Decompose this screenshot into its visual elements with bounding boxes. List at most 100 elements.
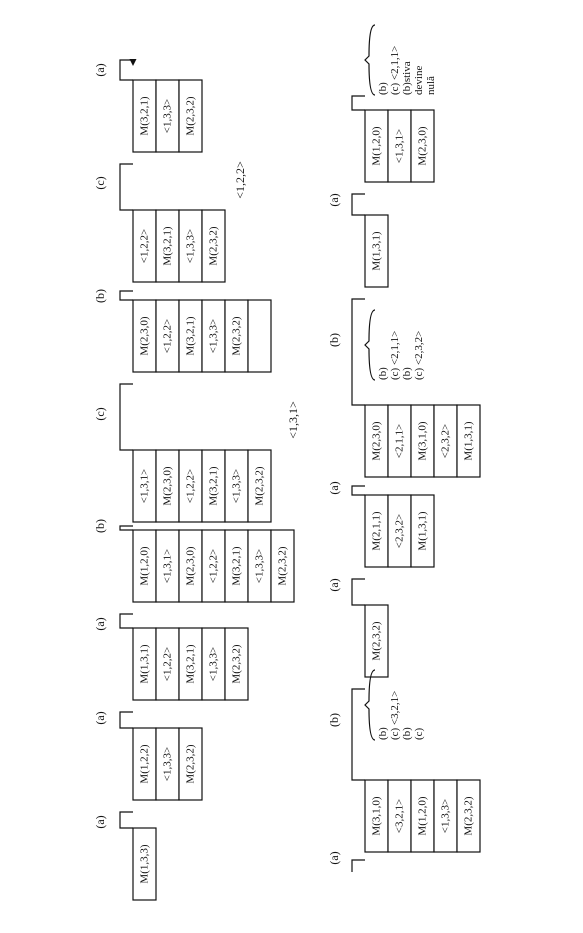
brace: [364, 24, 376, 96]
stack-cell-label: M(2,3,0): [371, 421, 383, 460]
stack-cell-label: M(1,2,0): [139, 546, 151, 585]
top-stack-5: <1,3,1> M(2,3,0) <1,2,2> M(3,2,1) <1,3,3> M(2…: [132, 449, 272, 523]
top-stack-8: M(3,2,1)<1,3,3>M(2,3,2): [132, 79, 203, 153]
stack-cell-label: <1,3,3>: [231, 469, 243, 503]
bottom-stack-3: M(2,1,1)<2,3,2>M(1,3,1): [364, 494, 435, 568]
annotation-line: (b): [377, 367, 389, 380]
stack-cell-label: <1,3,3>: [440, 799, 452, 833]
stack-cell-label: M(1,2,0): [417, 796, 429, 835]
top-stack-3: M(1,3,1)<1,2,2>M(3,2,1)<1,3,3>M(2,3,2): [132, 627, 249, 701]
stack-cell-label: M(3,1,0): [417, 421, 429, 460]
annotation-line: devine: [413, 66, 425, 95]
stack-cell-label: M(1,3,3): [139, 844, 151, 883]
brace: [364, 669, 376, 741]
stack-cell: [132, 827, 157, 901]
stack-cell-label: M(1,3,1): [417, 511, 429, 550]
bottom-stack-4: M(2,3,0) <2,1,1> M(3,1,0) <2,3,2> M(1,3,1): [364, 404, 481, 478]
stack-cell-label: M(2,3,2): [231, 316, 243, 355]
transition-label: (a): [93, 63, 107, 76]
transition-label: (c): [93, 407, 107, 420]
stack-cell-label: M(2,3,0): [185, 546, 197, 585]
top-row: M(1,3,3) M(1,2,2) <1,3,3> M(2,3,2) M(1,3,1) <…: [93, 59, 295, 901]
stack-cell-label: <2,3,2>: [440, 424, 452, 458]
stack-cell-label: <1,3,3>: [208, 647, 220, 681]
bottom-stack-1: M(3,1,0)<3,2,1>M(1,2,0)<1,3,3>M(2,3,2): [364, 779, 481, 853]
stack-cell-label: <1,3,3>: [254, 549, 266, 583]
transition-wire: [351, 485, 365, 496]
transition-label: (a): [327, 578, 341, 591]
stack-cell-label: <1,3,3>: [208, 319, 220, 353]
annotation-trace-1: (b)(c) <3,2,1>(b)(c): [364, 669, 425, 741]
transition-wire: [351, 688, 365, 781]
transition-wire: [119, 59, 133, 81]
top-stack-4: M(1,2,0)<1,3,1>M(2,3,0)<1,2,2>M(3,2,1)<1…: [132, 529, 295, 603]
stack-cell-label: M(3,2,1): [162, 226, 174, 265]
stack-cell-label: <1,2,2>: [139, 229, 151, 263]
bottom-stack-5: M(1,3,1): [364, 214, 389, 288]
stack-cell-label: <1,2,2>: [162, 319, 174, 353]
stack-cell-label: M(2,3,0): [162, 466, 174, 505]
stack-cell-label: <1,3,1>: [394, 129, 406, 163]
stack-cell: [456, 404, 481, 478]
top-stack-1: M(1,3,3): [132, 827, 157, 901]
stack-cell-label: M(3,2,1): [185, 316, 197, 355]
stack-cell-label: M(2,3,2): [185, 744, 197, 783]
stack-cell-label: <1,3,3>: [162, 747, 174, 781]
transition-wire: [351, 193, 365, 216]
transition-label: (b): [93, 519, 107, 533]
annotation-line: (b): [401, 727, 413, 740]
top-stack-6: M(2,3,0) <1,2,2> M(3,2,1) <1,3,3> M(2,3,2): [132, 299, 272, 373]
annotation-line: (b)stiva: [401, 61, 413, 95]
stack-cell-label: M(3,2,1): [231, 546, 243, 585]
stack-cell-label: <2,1,1>: [394, 424, 406, 458]
stack-cell-label: <1,2,2>: [208, 549, 220, 583]
transition-label: (c): [93, 176, 107, 189]
annotation-line: (c): [413, 727, 425, 740]
stack-cell-label: <1,2,2>: [185, 469, 197, 503]
stack-cell: [410, 109, 435, 183]
stack-cell-label: <1,3,3>: [185, 229, 197, 263]
stack-cell: [178, 727, 203, 801]
arrowhead: [129, 59, 137, 66]
stack-cell-label: M(1,2,2): [139, 744, 151, 783]
stack-cell-label: M(2,3,2): [231, 644, 243, 683]
brace: [364, 309, 376, 381]
transition-label: (b): [93, 289, 107, 303]
stack-cell-label: M(1,3,1): [139, 644, 151, 683]
annotation-stack-note: <1,3,1>: [286, 401, 300, 439]
stack-cell-label: M(1,2,0): [371, 126, 383, 165]
stack-cell: [201, 209, 226, 283]
transition-wire: [351, 95, 365, 111]
bottom-row: M(3,1,0) <3,2,1> M(1,2,0) <1,3,3> M(2,3,2) M(…: [327, 95, 481, 872]
annotation-line: (b): [401, 367, 413, 380]
stack-cell-label: M(1,3,1): [463, 421, 475, 460]
transition-wire: [119, 383, 133, 451]
stack-cell-label: <3,2,1>: [394, 799, 406, 833]
transition-wire: [351, 298, 365, 406]
stack-cell-label: M(1,3,1): [371, 231, 383, 270]
transition-wire: [119, 811, 133, 829]
transition-wire: [351, 578, 365, 606]
stack-cell: [456, 779, 481, 853]
stack-cell-label: M(2,3,2): [371, 621, 383, 660]
stack-cell-label: <1,3,1>: [139, 469, 151, 503]
stack-cell-label: <1,2,2>: [162, 647, 174, 681]
stack-cell-label: M(3,1,0): [371, 796, 383, 835]
transition-wire: [119, 613, 133, 629]
annotation-line: (c) <2,1,1>: [389, 46, 401, 95]
transition-wire: [119, 525, 133, 531]
top-stack-7: <1,2,2>M(3,2,1)<1,3,3>M(2,3,2): [132, 209, 226, 283]
stack-cell-label: M(3,2,1): [208, 466, 220, 505]
stack-cell-label: M(2,3,2): [254, 466, 266, 505]
stack-cell-label: M(2,3,2): [185, 96, 197, 135]
transition-wire: [119, 711, 133, 729]
transition-label: (a): [93, 617, 107, 630]
annotation-line: (c) <3,2,1>: [389, 691, 401, 740]
transition-label: (a): [327, 481, 341, 494]
stack-cell-label: M(2,3,0): [139, 316, 151, 355]
transition-label: (a): [327, 193, 341, 206]
annotation-stack-note: <1,2,2>: [233, 161, 247, 199]
bottom-stack-6: M(1,2,0)<1,3,1>M(2,3,0): [364, 109, 435, 183]
